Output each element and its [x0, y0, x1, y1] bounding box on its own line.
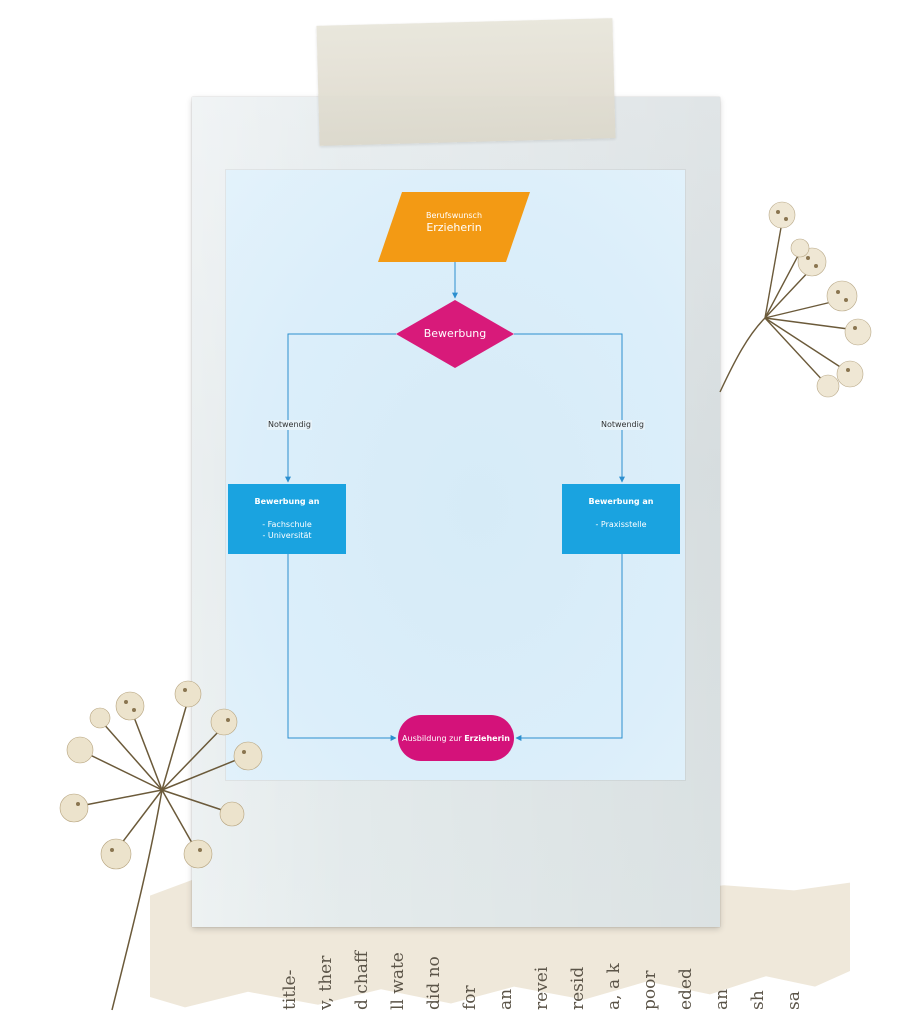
left-box-item: - Universität [262, 531, 312, 540]
connector-decision-to-left [285, 333, 396, 483]
left-box-item: - Fachschule [262, 520, 312, 529]
right-box-title: Bewerbung an [588, 497, 654, 506]
end-label-prefix: Ausbildung zur [402, 734, 465, 743]
right-box-text: Bewerbung an - Praxisstelle [562, 496, 680, 530]
start-node-label: Berufswunsch Erzieherin [378, 210, 530, 235]
connector-right-to-end [515, 554, 623, 741]
start-line-1: Berufswunsch [425, 211, 483, 220]
right-box-item: - Praxisstelle [595, 520, 647, 529]
edge-label-right: Notwendig [600, 420, 645, 430]
end-terminator [398, 715, 514, 761]
left-box-title: Bewerbung an [254, 497, 320, 506]
flowchart-svg [228, 192, 680, 761]
right-process-box [562, 484, 680, 554]
left-box-text: Bewerbung an - Fachschule - Universität [228, 496, 346, 541]
left-process-box [228, 484, 346, 554]
start-line-2: Erzieherin [426, 221, 482, 234]
decision-label: Bewerbung [423, 327, 487, 340]
start-parallelogram [378, 192, 530, 262]
decision-diamond [396, 300, 514, 368]
connector-left-to-end [287, 554, 397, 741]
edge-label-left: Notwendig [267, 420, 312, 430]
flowchart-canvas: Berufswunsch Erzieherin Bewerbung Notwen… [226, 170, 685, 780]
end-node-label: Ausbildung zur Erzieherin [398, 733, 514, 744]
connector-decision-to-right [514, 333, 625, 483]
end-label-bold: Erzieherin [464, 734, 510, 743]
